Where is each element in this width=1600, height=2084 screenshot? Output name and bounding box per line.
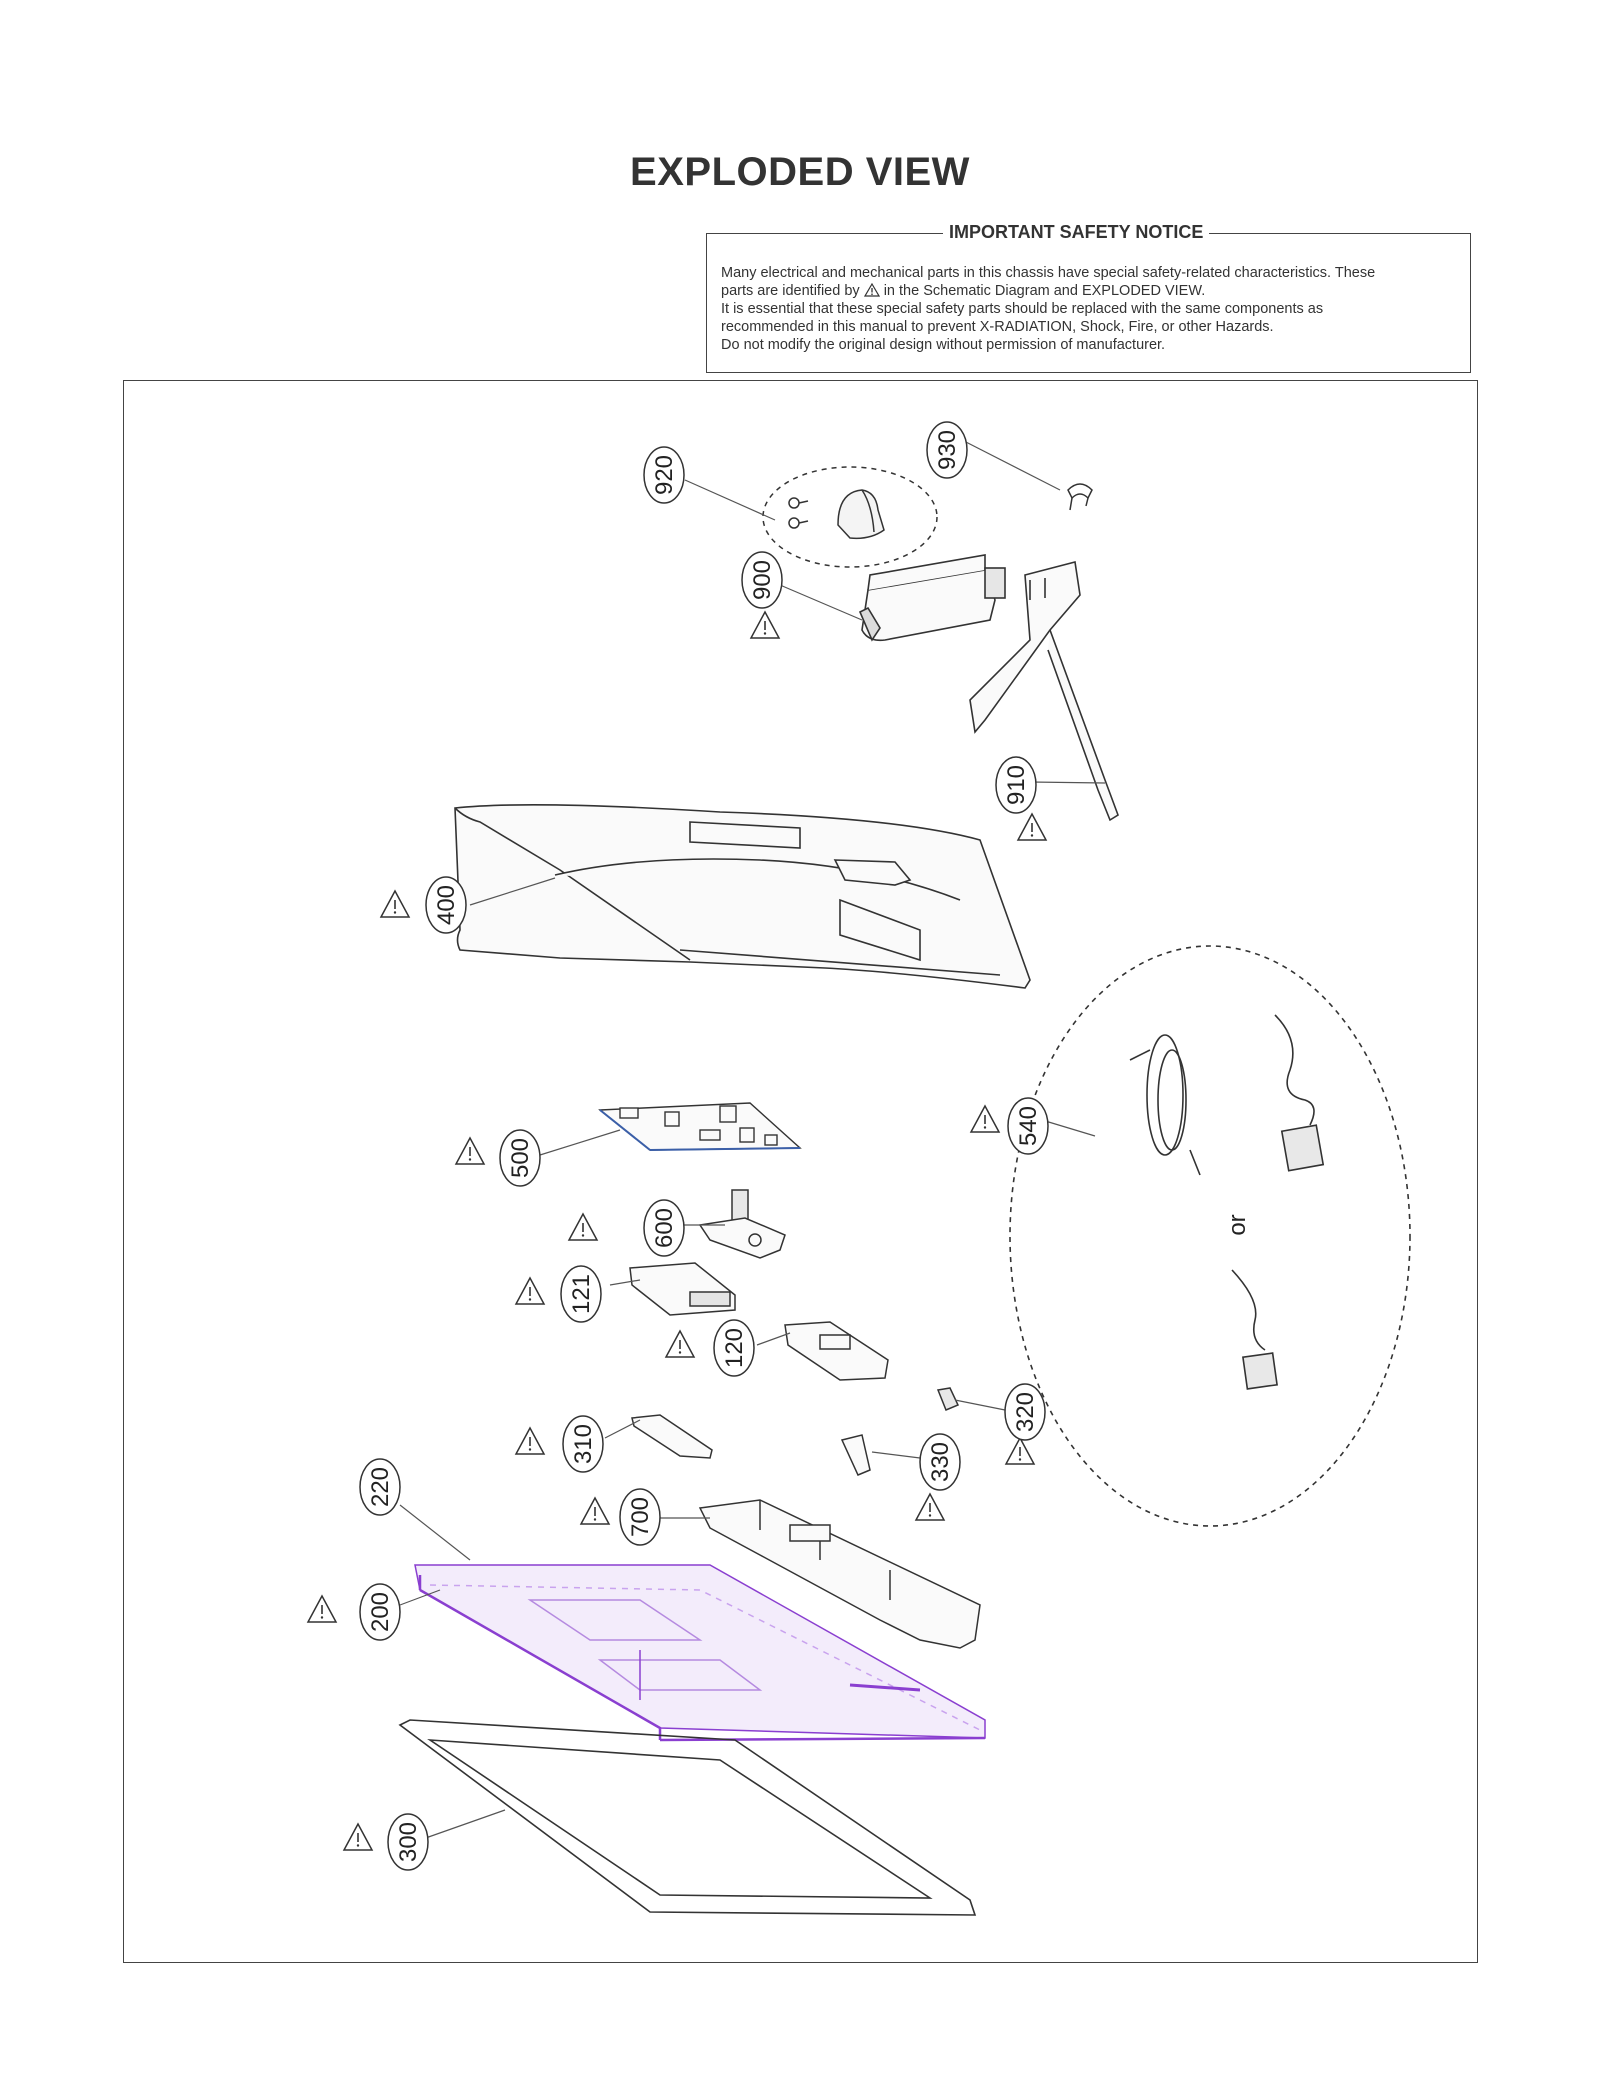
part-600-bracket — [698, 1189, 786, 1259]
part-label-200: 200 — [359, 1583, 401, 1641]
part-label-540: 540 — [1007, 1097, 1049, 1155]
warning-triangle-icon — [750, 611, 780, 639]
notice-line-2b: in the Schematic Diagram and EXPLODED VI… — [883, 283, 1206, 299]
svg-text:400: 400 — [433, 885, 460, 925]
part-label-500: 500 — [499, 1129, 541, 1187]
notice-line-1: Many electrical and mechanical parts in … — [721, 265, 1376, 281]
part-label-300: 300 — [387, 1813, 429, 1871]
part-label-320: 320 — [1004, 1383, 1046, 1441]
part-500-main-board — [598, 1102, 802, 1151]
safety-notice-heading: IMPORTANT SAFETY NOTICE — [943, 222, 1210, 243]
safety-notice-box: IMPORTANT SAFETY NOTICE Many electrical … — [706, 222, 1471, 373]
part-330-clip — [840, 1434, 871, 1476]
warning-triangle-icon — [455, 1137, 485, 1165]
svg-text:540: 540 — [1015, 1106, 1042, 1146]
part-930-clip — [1067, 483, 1093, 511]
svg-text:320: 320 — [1012, 1392, 1039, 1432]
part-320-small-part — [936, 1387, 960, 1411]
part-label-930: 930 — [926, 421, 968, 479]
warning-triangle-icon — [580, 1497, 610, 1525]
warning-triangle-icon — [515, 1427, 545, 1455]
svg-text:500: 500 — [507, 1138, 534, 1178]
part-310-bracket — [631, 1414, 713, 1459]
svg-text:930: 930 — [934, 430, 961, 470]
notice-line-5: Do not modify the original design withou… — [721, 337, 1166, 353]
part-label-900: 900 — [741, 551, 783, 609]
svg-text:900: 900 — [749, 560, 776, 600]
svg-text:910: 910 — [1003, 765, 1030, 805]
part-120-module — [784, 1321, 889, 1381]
part-label-400: 400 — [425, 876, 467, 934]
part-label-910: 910 — [995, 756, 1037, 814]
svg-text:330: 330 — [927, 1442, 954, 1482]
svg-text:600: 600 — [651, 1208, 678, 1248]
warning-triangle-icon — [380, 890, 410, 918]
part-label-120: 120 — [713, 1319, 755, 1377]
part-910-stand-base — [969, 561, 1119, 822]
warning-triangle-icon — [307, 1595, 337, 1623]
svg-text:920: 920 — [651, 455, 678, 495]
part-label-920: 920 — [643, 446, 685, 504]
warning-triangle-icon — [1017, 813, 1047, 841]
notice-line-4: recommended in this manual to prevent X-… — [721, 319, 1274, 335]
part-label-600: 600 — [643, 1199, 685, 1257]
svg-text:200: 200 — [367, 1592, 394, 1632]
warning-triangle-icon — [343, 1823, 373, 1851]
notice-line-3: It is essential that these special safet… — [721, 301, 1324, 317]
diagram-frame — [123, 380, 1478, 1963]
or-text: or — [1224, 1214, 1251, 1235]
part-700-back-plate — [698, 1499, 981, 1649]
part-label-700: 700 — [619, 1488, 661, 1546]
part-label-310: 310 — [562, 1415, 604, 1473]
part-540-adapter-group — [1009, 945, 1411, 1527]
part-200-panel — [414, 1564, 986, 1742]
part-300-front-bezel — [398, 1719, 977, 1916]
part-label-121: 121 — [560, 1265, 602, 1323]
part-label-220: 220 — [359, 1458, 401, 1516]
safety-notice-body: Many electrical and mechanical parts in … — [721, 264, 1457, 354]
part-label-330: 330 — [919, 1433, 961, 1491]
warning-triangle-icon — [665, 1330, 695, 1358]
svg-text:700: 700 — [627, 1497, 654, 1537]
notice-line-2a: parts are identified by — [721, 283, 860, 299]
leader-lines — [399, 439, 1106, 1841]
warning-triangle-icon — [568, 1213, 598, 1241]
warning-triangle-icon — [1005, 1437, 1035, 1465]
warning-triangle-icon — [970, 1105, 1000, 1133]
svg-text:220: 220 — [367, 1467, 394, 1507]
page-title: EXPLODED VIEW — [630, 150, 970, 194]
part-400-back-cover — [454, 804, 1031, 989]
svg-text:300: 300 — [395, 1822, 422, 1862]
part-920-screws-and-cap — [762, 466, 938, 568]
part-121-module — [629, 1262, 736, 1316]
svg-text:120: 120 — [721, 1328, 748, 1368]
warning-triangle-icon — [915, 1493, 945, 1521]
part-900-stand-neck — [858, 554, 1006, 642]
warning-triangle-icon — [863, 283, 880, 297]
warning-triangle-icon — [515, 1277, 545, 1305]
svg-text:310: 310 — [570, 1424, 597, 1464]
svg-text:121: 121 — [568, 1274, 595, 1314]
